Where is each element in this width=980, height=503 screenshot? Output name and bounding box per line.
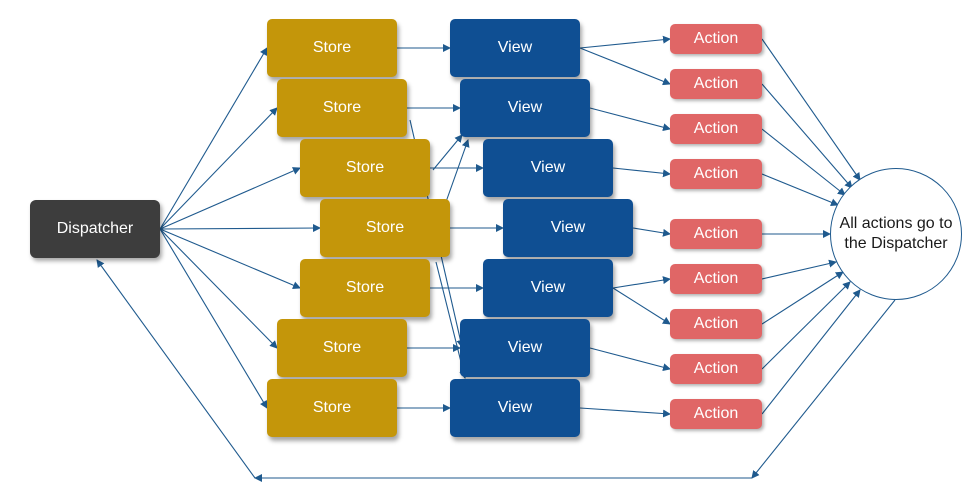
dispatcher-label: Dispatcher: [56, 220, 134, 237]
store-node: Store: [300, 139, 430, 197]
action-label: Action: [693, 75, 739, 92]
dispatcher-to-store-arrow: [159, 47, 268, 230]
action-node: Action: [670, 114, 762, 144]
action-label: Action: [693, 360, 739, 377]
view-to-action-arrow: [612, 276, 671, 289]
view-to-action-arrow: [632, 227, 671, 237]
view-node: View: [483, 259, 613, 317]
dispatcher-to-store-arrow: [159, 228, 268, 409]
view-label: View: [497, 399, 533, 416]
view-label: View: [530, 279, 566, 296]
action-node: Action: [670, 69, 762, 99]
store-label: Store: [345, 279, 385, 296]
action-to-hub-arrow: [761, 83, 853, 189]
action-node: Action: [670, 309, 762, 339]
dispatcher-to-store-arrow: [159, 224, 321, 233]
view-to-action-arrow: [612, 167, 671, 178]
action-label: Action: [693, 270, 739, 287]
action-node: Action: [670, 264, 762, 294]
store-label: Store: [345, 159, 385, 176]
action-to-hub-arrow: [761, 259, 837, 280]
view-to-action-arrow: [579, 407, 671, 418]
view-to-action-arrow: [589, 107, 671, 132]
store-node: Store: [300, 259, 430, 317]
view-node: View: [460, 319, 590, 377]
dispatcher-to-store-arrow: [159, 228, 278, 349]
action-to-hub-arrow: [761, 173, 839, 207]
view-to-action-arrow: [579, 47, 671, 86]
store-node: Store: [277, 79, 407, 137]
action-node: Action: [670, 399, 762, 429]
view-node: View: [503, 199, 633, 257]
view-label: View: [507, 339, 543, 356]
store-label: Store: [312, 399, 352, 416]
all-actions-hub: All actions go to the Dispatcher: [830, 168, 962, 300]
store-to-view-arrow: [432, 134, 463, 171]
hub-label: All actions go to the Dispatcher: [839, 215, 953, 252]
action-node: Action: [670, 24, 762, 54]
view-node: View: [460, 79, 590, 137]
view-label: View: [530, 159, 566, 176]
view-label: View: [507, 99, 543, 116]
store-label: Store: [312, 39, 352, 56]
hub-return-arrow: [751, 299, 896, 479]
dispatcher-node: Dispatcher: [30, 200, 160, 258]
dispatcher-to-store-arrow: [159, 228, 301, 289]
return-to-dispatcher-arrow: [96, 259, 256, 479]
action-node: Action: [670, 219, 762, 249]
action-label: Action: [693, 165, 739, 182]
action-label: Action: [693, 315, 739, 332]
view-to-action-arrow: [579, 35, 671, 49]
action-to-hub-arrow: [761, 271, 844, 325]
action-to-hub-arrow: [761, 128, 846, 196]
action-node: Action: [670, 159, 762, 189]
store-node: Store: [277, 319, 407, 377]
store-node: Store: [267, 379, 397, 437]
view-node: View: [450, 19, 580, 77]
view-to-action-arrow: [589, 347, 671, 372]
view-to-action-arrow: [612, 287, 671, 325]
action-label: Action: [693, 225, 739, 242]
action-to-hub-arrow: [761, 281, 851, 370]
view-label: View: [550, 219, 586, 236]
action-label: Action: [693, 120, 739, 137]
dispatcher-to-store-arrow: [159, 167, 301, 230]
action-label: Action: [693, 30, 739, 47]
action-node: Action: [670, 354, 762, 384]
store-node: Store: [267, 19, 397, 77]
store-label: Store: [322, 339, 362, 356]
action-label: Action: [693, 405, 739, 422]
dispatcher-to-store-arrow: [159, 107, 278, 230]
store-node: Store: [320, 199, 450, 257]
action-to-hub-arrow: [761, 38, 861, 181]
store-label: Store: [322, 99, 362, 116]
action-to-hub-arrow: [761, 289, 861, 415]
view-label: View: [497, 39, 533, 56]
store-label: Store: [365, 219, 405, 236]
view-node: View: [450, 379, 580, 437]
view-node: View: [483, 139, 613, 197]
